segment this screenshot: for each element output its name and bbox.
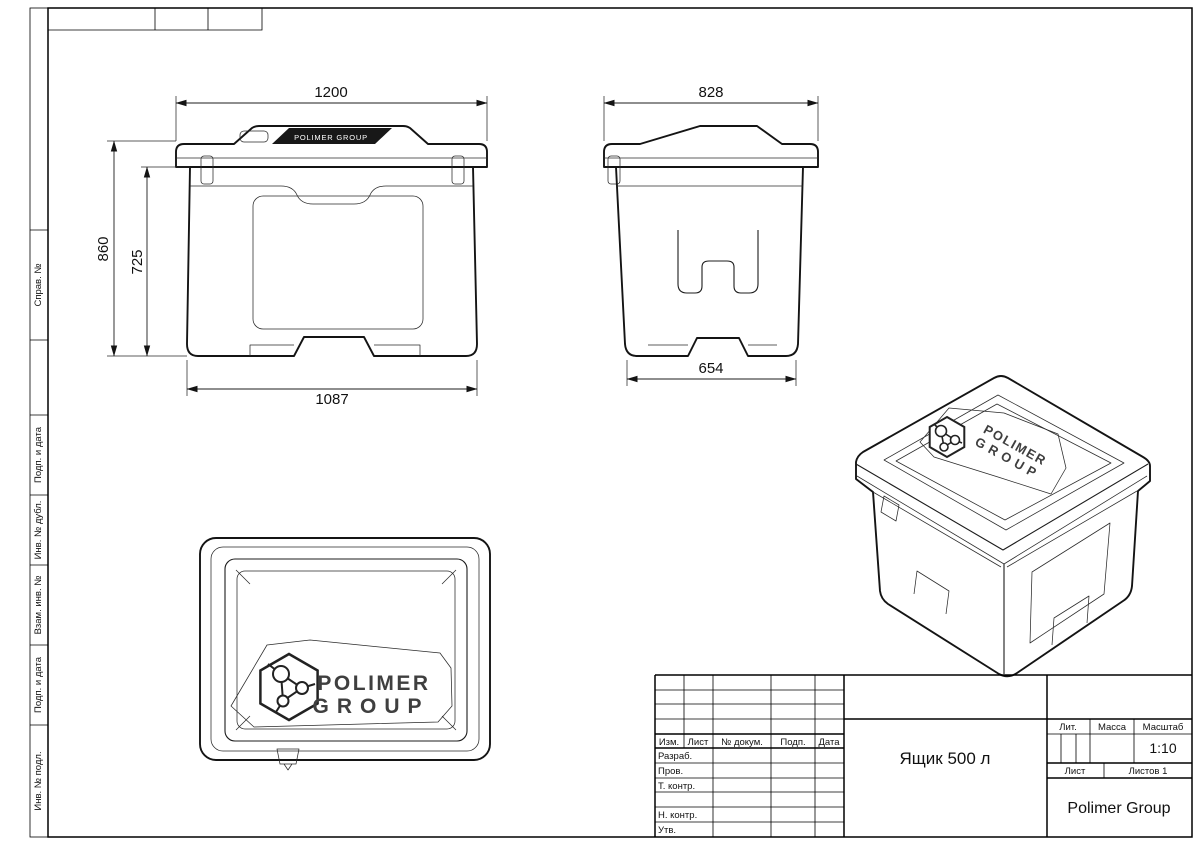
tb-row-nkontr: Н. контр. xyxy=(658,810,697,821)
tb-mass-label: Масса xyxy=(1098,722,1127,733)
top-logo-molecule-atom-2 xyxy=(295,681,309,695)
front-dim-width-top: 1200 xyxy=(314,84,347,101)
side-dim-width-top: 828 xyxy=(698,84,723,101)
title-block-main-lines xyxy=(654,674,1192,837)
iso-lid-plateau-contour xyxy=(883,394,1125,531)
tb-sheets-label: Листов 1 xyxy=(1129,766,1168,777)
title-block: Изм. Лист № докум. Подп. Дата Разраб. Пр… xyxy=(654,674,1192,837)
iso-logo-molecule-atom-1 xyxy=(934,424,948,438)
iso-silhouette xyxy=(855,375,1151,678)
top-logo-banner-outline xyxy=(230,639,453,728)
side-extension-lines xyxy=(603,96,819,386)
side-label-inv-dubl: Инв. № дубл. xyxy=(33,501,44,560)
tb-header-dokum: № докум. xyxy=(721,737,763,748)
front-foot-contour xyxy=(249,344,421,356)
front-lid-grip-recess xyxy=(239,130,269,143)
tb-row-utv: Утв. xyxy=(658,825,676,836)
top-left-stamp xyxy=(48,8,263,31)
tb-company: Polimer Group xyxy=(1067,800,1170,817)
side-leg-recess-contour xyxy=(677,230,759,294)
tb-row-tkontr: Т. контр. xyxy=(658,781,695,792)
tb-row-razrab: Разраб. xyxy=(658,751,692,762)
side-strip-dividers xyxy=(30,229,48,726)
side-label-podp-data-1: Подп. и дата xyxy=(33,426,44,483)
iso-foot-notch-right xyxy=(1051,595,1090,646)
top-inner-panel xyxy=(236,570,456,730)
front-shoulder-contour xyxy=(190,185,473,205)
side-lid-outline xyxy=(603,125,819,168)
frame-side-strip xyxy=(29,7,49,838)
top-plateau-outline xyxy=(224,558,468,742)
side-view: 828 654 xyxy=(603,84,819,386)
front-latch-right xyxy=(451,155,465,185)
sheet-frame: Справ. № Подп. и дата Инв. № дубл. Взам.… xyxy=(29,7,1193,838)
iso-logo-molecule-atom-3 xyxy=(939,442,949,452)
tb-sheet-label: Лист xyxy=(1065,766,1086,777)
side-dim-width-bottom: 654 xyxy=(698,360,723,377)
top-logo-molecule-atom-3 xyxy=(276,694,290,708)
front-dim-height-total: 860 xyxy=(95,236,112,261)
top-view: POLIMER GROUP xyxy=(199,537,491,771)
tb-row-prov: Пров. xyxy=(658,766,683,777)
front-label-recess xyxy=(252,195,424,330)
front-logo-band-text: POLIMER GROUP xyxy=(294,133,368,142)
iso-lid-plateau-inner xyxy=(895,403,1112,521)
iso-foot-notch-left xyxy=(913,570,950,615)
front-latch-left xyxy=(200,155,214,185)
front-view: POLIMER GROUP 1200 860 725 1087 xyxy=(95,84,488,408)
iso-logo-molecule-atom-2 xyxy=(949,434,961,446)
front-dim-width-bottom: 1087 xyxy=(315,391,348,408)
top-contour-2 xyxy=(210,546,480,752)
iso-lid-front-rim xyxy=(855,463,1149,551)
iso-logo-banner-outline xyxy=(919,407,1067,495)
tb-header-izm: Изм. xyxy=(659,737,679,748)
front-logo-band xyxy=(272,128,392,144)
top-logo-text-line1: POLIMER xyxy=(317,672,430,695)
top-logo-text-line2: GROUP xyxy=(312,695,429,718)
iso-latch xyxy=(880,495,900,522)
side-latch xyxy=(607,155,621,185)
iso-body-top-rim xyxy=(872,490,1138,568)
tb-header-list: Лист xyxy=(688,737,709,748)
tb-doc-title: Ящик 500 л xyxy=(900,749,991,768)
top-logo-molecule-atom-1 xyxy=(272,665,290,683)
tb-scale-value: 1:10 xyxy=(1149,740,1176,756)
iso-side-recess-panel xyxy=(1029,522,1111,644)
tb-scale-label: Масштаб xyxy=(1143,722,1184,733)
side-label-vzam-inv: Взам. инв. № xyxy=(33,576,44,635)
tb-header-data: Дата xyxy=(818,737,840,748)
front-lid-outline xyxy=(175,125,488,168)
front-body-outline xyxy=(186,166,478,357)
top-latch xyxy=(276,748,300,771)
tb-header-podp: Подп. xyxy=(780,737,805,748)
side-label-podp-data-2: Подп. и дата xyxy=(33,656,44,713)
top-corner-ribs xyxy=(235,569,457,731)
side-label-sprav-no: Справ. № xyxy=(33,263,44,306)
side-body-outline xyxy=(615,166,804,357)
top-outer-outline xyxy=(199,537,491,761)
side-label-inv-podl: Инв. № подл. xyxy=(33,751,44,810)
tb-lit-label: Лит. xyxy=(1059,722,1076,733)
front-dim-height-body: 725 xyxy=(129,249,146,274)
title-block-grid-lines xyxy=(655,675,1192,837)
